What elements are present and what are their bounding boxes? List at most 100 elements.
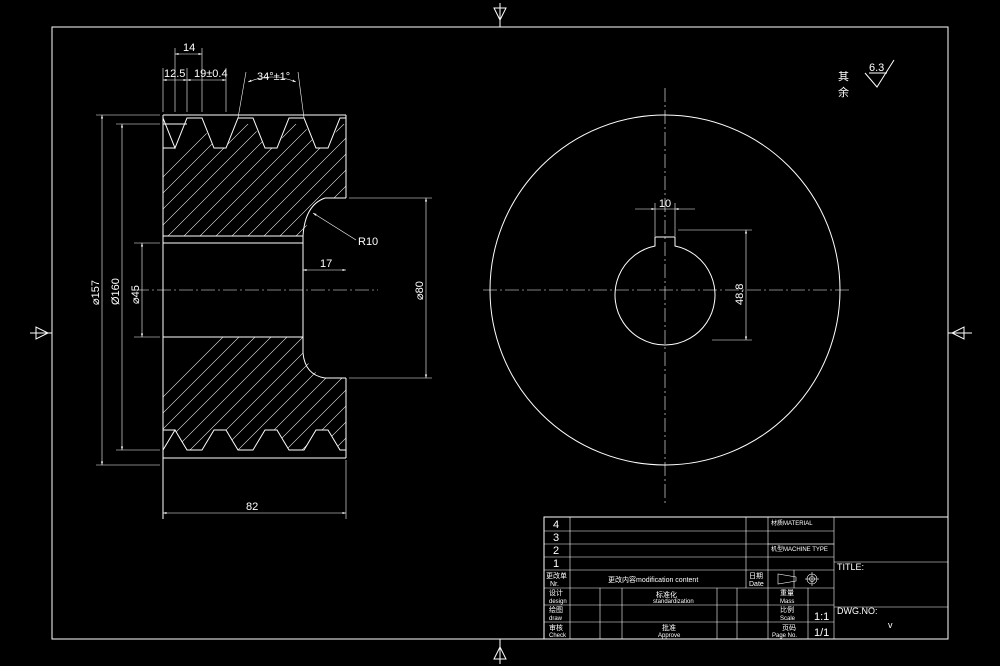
rev-header-date: 日期 [749, 572, 763, 580]
hatch-line [163, 124, 247, 236]
page-label: 页码 [782, 624, 796, 632]
dwg-no-label: DWG.NO: [837, 606, 878, 616]
hatch-line [163, 124, 231, 236]
scale-value: 1:1 [814, 611, 829, 623]
approve-label-en: Approve [658, 633, 681, 639]
rev-header-no: 更改单 [546, 571, 567, 580]
front-dimensions: 10 48.8 [635, 198, 752, 341]
rev-header-content: 更改内容modification content [608, 575, 698, 584]
material-label: 材质MATERIAL [771, 519, 813, 527]
hatch-line [372, 330, 502, 460]
hatch-line [452, 330, 582, 460]
standardization-label: 标准化 [656, 590, 677, 599]
hatch-line [388, 110, 518, 240]
standardization-label-en: standardization [653, 599, 694, 605]
hatch-line [420, 330, 550, 460]
hatch-line [436, 330, 566, 460]
projection-symbol-icon [777, 572, 819, 586]
scale-label-en: Scale [780, 616, 796, 622]
rev-header-date-en: Date [749, 581, 764, 588]
hatch-line [404, 330, 534, 460]
scale-label: 比例 [780, 605, 794, 614]
dim-hub-depth: 17 [320, 258, 332, 270]
rev-row-4: 4 [553, 519, 559, 531]
dim-overall-length: 82 [246, 501, 258, 513]
hatch-line [452, 110, 582, 240]
dim-angle: 34°±1° [257, 71, 290, 83]
dim-outer-diameter: ⌀157 [90, 280, 102, 305]
hatch-line [339, 124, 346, 236]
hatch-line [163, 337, 263, 450]
pulley-front-view [483, 88, 852, 503]
page-value: 1/1 [814, 627, 829, 639]
hatch-line [339, 337, 346, 450]
rev-header-no-en: Nr. [550, 581, 559, 588]
rev-row-3: 3 [553, 532, 559, 544]
drawing-frame [30, 3, 972, 664]
hatch-line [163, 124, 279, 236]
hatch-line [163, 337, 231, 450]
machine-type-label: 机型MACHINE TYPE [771, 545, 828, 553]
hatch-line [323, 337, 346, 450]
hatch-line [291, 337, 346, 450]
hatch-line [323, 124, 346, 236]
hatch-line [259, 124, 346, 236]
section-hatching [163, 110, 582, 460]
check-label: 审核 [549, 623, 563, 632]
draw-label-en: draw [549, 616, 563, 622]
hatch-line [243, 124, 346, 236]
hatch-line [195, 124, 327, 236]
design-label: 设计 [549, 588, 563, 597]
hatch-line [356, 110, 486, 240]
hatch-line [372, 110, 502, 240]
hatch-line [179, 124, 311, 236]
approve-label: 批准 [662, 623, 676, 632]
hatch-line [211, 124, 343, 236]
page-label-en: Page No. [772, 633, 797, 639]
dim-pitch-diameter: Ø160 [110, 278, 122, 305]
mass-label-en: Mass [780, 599, 794, 605]
dim-12-5: 12.5 [164, 68, 185, 80]
rev-row-2: 2 [553, 545, 559, 557]
design-label-en: design [549, 599, 567, 605]
hatch-line [307, 337, 346, 450]
dim-19: 19±0.4 [194, 68, 228, 80]
hatch-line [163, 124, 263, 236]
section-dimensions: 14 12.5 19±0.4 34°±1° ⌀157 Ø160 ⌀45 ⌀80 [90, 42, 432, 519]
hatch-line [163, 337, 295, 450]
hatch-line [275, 124, 346, 236]
roughness-label-1: 其 [838, 70, 849, 83]
hatch-line [195, 337, 327, 450]
hatch-line [420, 110, 550, 240]
hatch-line [243, 337, 346, 450]
title-block: 4 3 2 1 更改单 Nr. 更改内容modification content… [543, 516, 949, 640]
hatch-line [436, 110, 566, 240]
pulley-section-view [135, 114, 378, 519]
roughness-value: 6.3 [869, 62, 884, 74]
draw-label: 绘图 [549, 605, 563, 614]
hatch-line [259, 337, 346, 450]
hatch-line [307, 124, 346, 236]
dim-keyway-width: 10 [659, 198, 671, 210]
dim-hub-diameter: ⌀80 [414, 281, 426, 300]
dim-bore: ⌀45 [130, 285, 142, 304]
dim-keyway-depth: 48.8 [734, 284, 746, 305]
dim-fillet: R10 [358, 236, 378, 248]
hatch-line [211, 337, 343, 450]
roughness-note: 其 余 6.3 [838, 59, 895, 99]
hatch-line [179, 337, 311, 450]
hatch-line [291, 124, 346, 236]
hatch-line [227, 124, 346, 236]
roughness-label-2: 余 [838, 85, 849, 99]
dwg-no-value: v [888, 620, 893, 630]
hatch-line [356, 330, 486, 460]
title-label: TITLE: [837, 562, 864, 572]
hatch-line [163, 124, 295, 236]
check-label-en: Check [549, 633, 567, 639]
hatch-line [275, 337, 346, 450]
hatch-line [163, 337, 247, 450]
hatch-line [404, 110, 534, 240]
mass-label: 重量 [780, 589, 794, 597]
hatch-line [388, 330, 518, 460]
